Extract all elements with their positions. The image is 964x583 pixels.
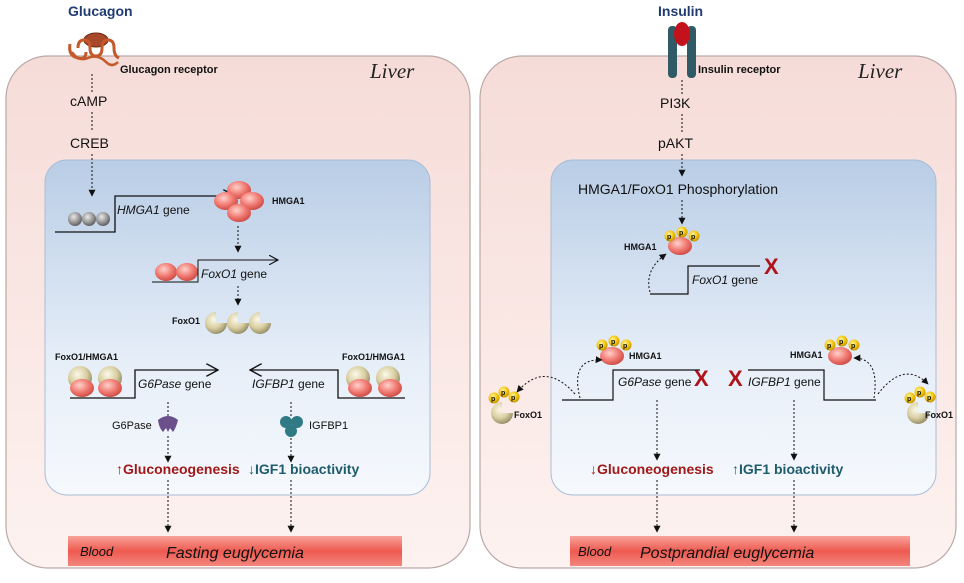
- hmga1-top-label: HMGA1: [624, 242, 657, 252]
- left-panel: Liver Glucagon Glucagon receptor cAMP CR…: [5, 3, 471, 569]
- p-mark-top-3: p: [691, 234, 695, 241]
- outcome-igf1-up: ↑IGF1 bioactivity: [732, 461, 843, 477]
- outcome-gluconeogenesis-down: ↓Gluconeogenesis: [590, 461, 714, 477]
- foxo1-protein-label: FoxO1: [172, 316, 200, 326]
- p-mark-fr1: p: [907, 396, 911, 403]
- outcome-igf1-down: ↓IGF1 bioactivity: [248, 461, 359, 477]
- phospho-foxo1-left-icon: [488, 386, 520, 424]
- blood-bar-left: [68, 536, 402, 566]
- phospho-foxo1-right-icon: [904, 386, 936, 424]
- g6pase-gene-label-right: G6Pase gene: [618, 375, 692, 389]
- insulin-receptor-icon: [668, 22, 696, 78]
- arrow-left-foxo1: [516, 376, 576, 395]
- igfbp1-protein-label: IGFBP1: [309, 420, 348, 432]
- fasting-euglycemia-label: Fasting euglycemia: [166, 545, 304, 562]
- blood-label-left: Blood: [80, 544, 114, 559]
- phosphorylation-label: HMGA1/FoxO1 Phosphorylation: [578, 181, 778, 197]
- hmga1-protein-cluster-icon: [214, 181, 264, 222]
- hmga1-right-label: HMGA1: [790, 350, 823, 360]
- insulin-label: Insulin: [658, 3, 703, 19]
- phospho-hmga1-left-icon: [596, 335, 632, 365]
- p-mark-l2: p: [611, 339, 615, 346]
- arrow-right-hmga1: [853, 354, 876, 399]
- g6pase-protein-icon: [158, 416, 178, 432]
- arrow-left-hmga1: [577, 356, 603, 399]
- phospho-hmga1-right-icon: [824, 335, 860, 365]
- igfbp1-gene-label-right: IGFBP1 gene: [748, 375, 821, 389]
- igfbp1-gene-blocked-line: [748, 369, 876, 401]
- pakt-label: pAKT: [658, 135, 693, 151]
- block-mark-igfbp1: X: [728, 366, 743, 391]
- p-mark-fl1: p: [491, 396, 495, 403]
- p-mark-r1: p: [827, 343, 831, 350]
- blood-bar-right: [570, 536, 910, 566]
- foxo1-gene-label: FoxO1 gene: [201, 267, 267, 281]
- foxo1-hmga1-complex-right-icon: [346, 366, 402, 397]
- foxo1-right-label: FoxO1: [925, 410, 953, 420]
- p-mark-fr2: p: [917, 390, 921, 397]
- glucagon-label: Glucagon: [68, 3, 133, 19]
- postprandial-euglycemia-label: Postprandial euglycemia: [640, 545, 814, 562]
- complex-left-label: FoxO1/HMGA1: [55, 352, 118, 362]
- igfbp1-gene-arrow: [250, 370, 405, 399]
- block-mark-g6pase: X: [694, 366, 709, 391]
- g6pase-gene-arrow: [70, 370, 218, 399]
- outcome-gluconeogenesis-up: ↑Gluconeogenesis: [116, 461, 240, 477]
- p-mark-r2: p: [839, 339, 843, 346]
- p-mark-fl2: p: [501, 390, 505, 397]
- grey-nucleosomes-icon: [68, 212, 110, 226]
- p-mark-l1: p: [599, 343, 603, 350]
- glucagon-receptor-label: Glucagon receptor: [120, 64, 219, 76]
- foxo1-gene-arrow: [152, 260, 278, 283]
- g6pase-gene-blocked-line: [562, 369, 700, 401]
- liver-label-left: Liver: [369, 59, 415, 83]
- hmga1-gene-label: HMGA1 gene: [117, 203, 190, 217]
- p-mark-fl3: p: [511, 395, 515, 402]
- hmga1-pair-icon: [155, 263, 198, 281]
- g6pase-protein-label: G6Pase: [112, 420, 152, 432]
- arrow-right-foxo1: [877, 373, 929, 395]
- phospho-hmga1-top-icon: [664, 226, 700, 255]
- nucleus-right: [550, 159, 937, 496]
- hmga1-protein-label: HMGA1: [272, 196, 305, 206]
- p-mark-top-1: p: [667, 234, 671, 241]
- right-panel: Liver Insulin Insulin receptor PI3K pAKT…: [479, 3, 957, 569]
- foxo1-left-label: FoxO1: [514, 410, 542, 420]
- camp-label: cAMP: [70, 93, 107, 109]
- complex-right-label: FoxO1/HMGA1: [342, 352, 405, 362]
- pi3k-label: PI3K: [660, 95, 691, 111]
- hmga1-gene-arrow: [55, 196, 235, 233]
- arrow-hmga1-release: [648, 253, 667, 293]
- foxo1-protein-icon: [205, 312, 271, 334]
- insulin-receptor-label: Insulin receptor: [698, 64, 781, 76]
- p-mark-l3: p: [623, 343, 627, 350]
- foxo1-gene-blocked-line: [650, 265, 760, 295]
- g6pase-gene-label: G6Pase gene: [138, 377, 212, 391]
- liver-label-right: Liver: [857, 59, 903, 83]
- igfbp1-gene-label: IGFBP1 gene: [252, 377, 325, 391]
- block-mark-foxo1: X: [764, 254, 779, 279]
- p-mark-top-2: p: [679, 230, 683, 237]
- creb-label: CREB: [70, 135, 109, 151]
- p-mark-fr3: p: [927, 395, 931, 402]
- hmga1-left-label: HMGA1: [629, 351, 662, 361]
- p-mark-r3: p: [851, 343, 855, 350]
- foxo1-gene-label-right: FoxO1 gene: [692, 273, 758, 287]
- blood-label-right: Blood: [578, 544, 612, 559]
- foxo1-hmga1-complex-left-icon: [68, 366, 122, 397]
- glucagon-receptor-icon: [68, 32, 120, 67]
- igfbp1-protein-icon: [280, 416, 303, 437]
